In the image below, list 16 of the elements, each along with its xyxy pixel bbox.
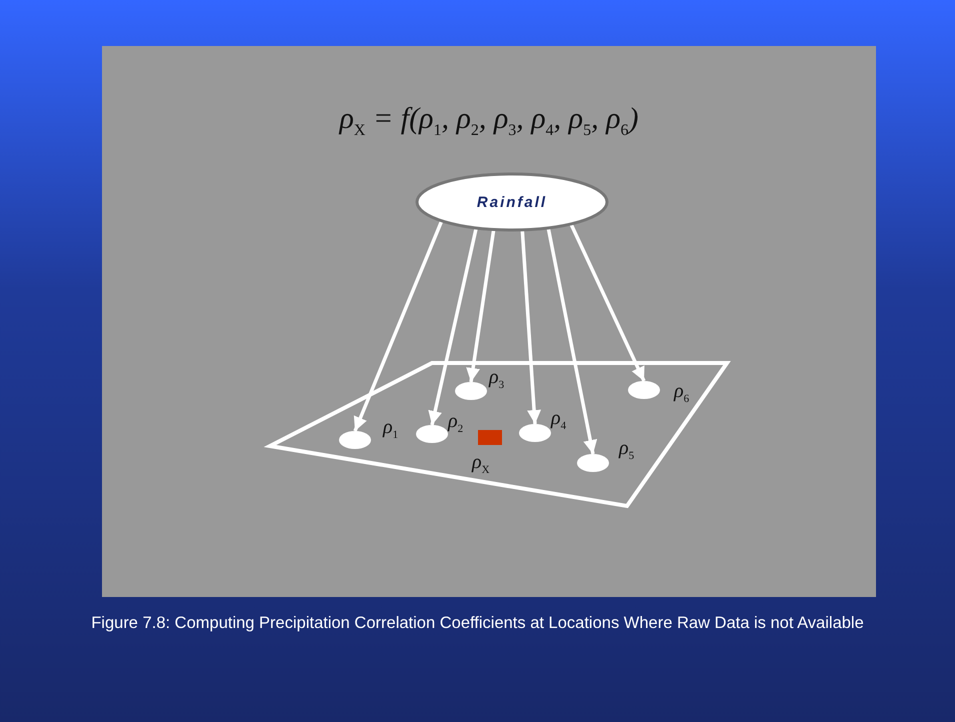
station-symbol: ρ$_{X}$ <box>472 452 490 476</box>
arrow <box>466 230 496 382</box>
station-symbol: ρ$_{3}$ <box>489 367 504 391</box>
figure-caption: Figure 7.8: Computing Precipitation Correlation Coefficients at Locations Where Raw Data is not Available <box>90 613 865 634</box>
station-symbol: ρ$_{4}$ <box>551 408 566 432</box>
arrow <box>428 228 478 426</box>
station-symbol: ρ$_{1}$ <box>383 417 398 441</box>
arrow <box>570 224 646 382</box>
arrow <box>353 221 443 432</box>
station-symbol: ρ$_{5}$ <box>619 438 634 462</box>
station-symbol: ρ$_{2}$ <box>448 411 464 435</box>
formula: ρ$_{X}$ = f(ρ$_{1}$, ρ$_{2}$, ρ$_{3}$, ρ$_{4}$, ρ$_{5}$, ρ$_{6}$) <box>338 102 640 140</box>
arrow <box>546 228 598 454</box>
arrow <box>520 230 542 424</box>
station-symbol: ρ$_{6}$ <box>674 381 690 405</box>
node-label: Rainfall <box>476 194 548 210</box>
